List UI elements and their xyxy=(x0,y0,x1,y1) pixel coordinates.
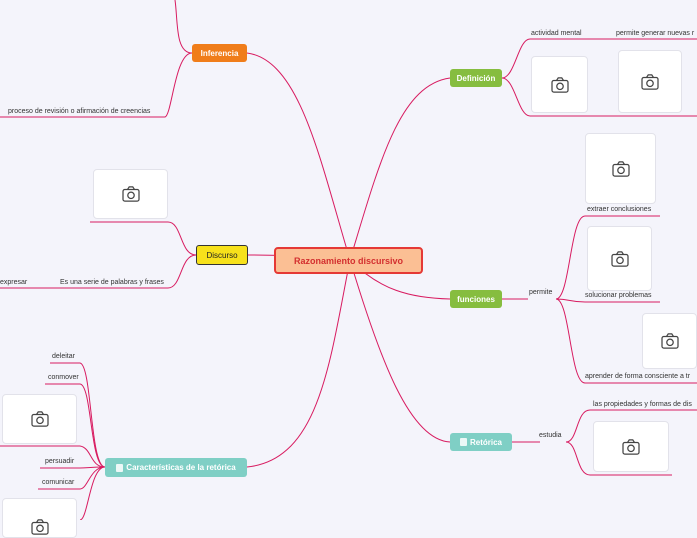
definicion-leaf-2[interactable]: permite generar nuevas r xyxy=(616,30,695,37)
document-icon xyxy=(116,463,124,472)
image-placeholder-definicion-1 xyxy=(531,56,588,113)
topic-discurso[interactable]: Discurso xyxy=(196,245,248,265)
image-placeholder-retorica xyxy=(593,421,669,472)
connector-lines xyxy=(0,0,697,520)
funciones-connector: permite xyxy=(529,289,553,296)
image-placeholder-caracteristicas-2 xyxy=(2,498,77,538)
document-icon xyxy=(459,438,467,446)
image-placeholder-caracteristicas xyxy=(2,394,77,444)
topic-caracteristicas[interactable]: Características de la retórica xyxy=(105,458,247,477)
caracteristica-item[interactable]: comunicar xyxy=(42,479,75,486)
central-topic[interactable]: Razonamiento discursivo xyxy=(274,247,423,274)
caracteristica-item[interactable]: deleitar xyxy=(52,353,75,360)
topic-discurso-label: Discurso xyxy=(206,250,238,260)
funciones-item[interactable]: extraer conclusiones xyxy=(587,206,652,213)
central-topic-label: Razonamiento discursivo xyxy=(293,255,404,266)
camera-icon xyxy=(121,186,140,202)
camera-icon xyxy=(610,250,629,267)
topic-retorica[interactable]: Retórica xyxy=(450,433,512,451)
definicion-leaf-1[interactable]: actividad mental xyxy=(531,30,582,37)
funciones-item[interactable]: aprender de forma consciente a tr xyxy=(585,373,691,380)
topic-inferencia-label: Inferencia xyxy=(200,48,239,58)
camera-icon xyxy=(641,73,659,90)
image-placeholder-definicion-2 xyxy=(618,50,682,113)
camera-icon xyxy=(611,160,630,177)
caracteristica-item[interactable]: persuadir xyxy=(45,458,75,465)
camera-icon xyxy=(622,438,640,455)
topic-definicion[interactable]: Definición xyxy=(450,69,502,87)
topic-inferencia[interactable]: Inferencia xyxy=(192,44,247,62)
topic-funciones[interactable]: funciones xyxy=(450,290,502,308)
funciones-item[interactable]: solucionar problemas xyxy=(585,292,652,299)
topic-definicion-label: Definición xyxy=(456,73,496,83)
topic-funciones-label: funciones xyxy=(457,294,495,304)
topic-caracteristicas-label: Características de la retórica xyxy=(126,463,236,472)
image-placeholder-funciones-3 xyxy=(642,313,697,369)
topic-retorica-label: Retórica xyxy=(469,437,502,447)
inferencia-leaf[interactable]: proceso de revisión o afirmación de cree… xyxy=(8,108,151,115)
camera-icon xyxy=(30,519,49,535)
image-placeholder-funciones-1 xyxy=(585,133,656,204)
caracteristica-item[interactable]: conmover xyxy=(48,374,79,381)
retorica-connector: estudia xyxy=(539,432,562,439)
image-placeholder-funciones-2 xyxy=(587,226,652,291)
retorica-leaf[interactable]: las propiedades y formas de dis xyxy=(593,401,692,408)
image-placeholder-discurso xyxy=(93,169,168,219)
discurso-leaf[interactable]: Es una serie de palabras y frases xyxy=(60,279,164,286)
discurso-far-leaf[interactable]: expresar xyxy=(0,279,28,286)
camera-icon xyxy=(660,333,679,349)
camera-icon xyxy=(550,76,569,93)
camera-icon xyxy=(30,411,49,427)
